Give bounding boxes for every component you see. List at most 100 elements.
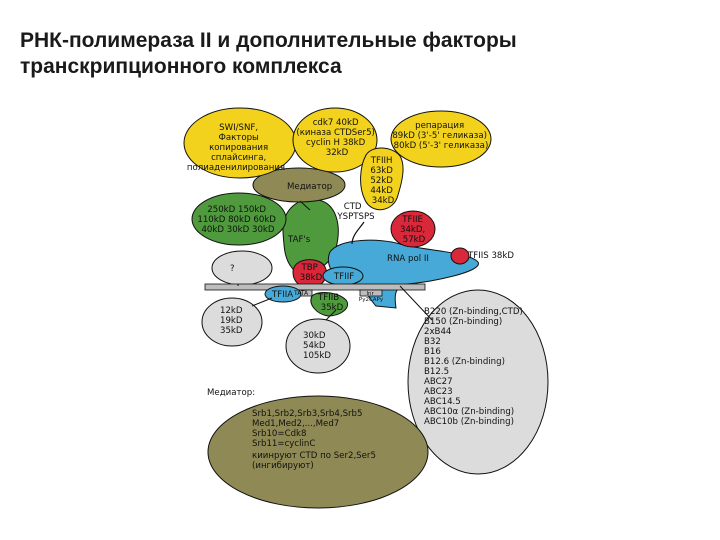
swi-line-3: копирования [209,143,268,153]
polII-sub-12: ABC10b (Zn-binding) [424,417,514,427]
mediator-line-8: (ингибируют) [252,461,314,471]
repair-line-3: 80kD (5'-3' геликаза) [394,141,489,151]
cdk7-label: cdk7 40kD (киназа CTDSer5) cyclin H 38kD… [296,118,377,158]
dna-inr-box [359,289,383,297]
ctd-line-1: CTD [344,202,362,212]
polII-sub-6: B12.6 (Zn-binding) [424,357,505,367]
slide-title: РНК-полимераза II и дополнительные факто… [20,28,700,80]
tfiif-sub-2: 54kD [303,341,326,351]
tfiia-ellipse [264,285,302,303]
repair-label: репарация 89kD (3'-5' геликаза) 80kD (5'… [392,121,489,151]
tfiia-sub-1: 12kD [220,306,243,316]
tfiia-subunits-label: 12kD 19kD 35kD [220,306,245,336]
polII-sub-7: B12.5 [424,367,449,377]
repair-line-1: репарация [415,121,464,131]
cdk-line-2: (киназа CTDSer5) [296,128,375,138]
mediator-line-5: Srb11=cyclinC [252,439,315,449]
ctd-line-2: YSPTSPS [336,212,374,222]
swi-line-1: SWI/SNF, [219,123,258,133]
tfiia-label: TFIIA [271,290,293,300]
polII-sub-3: 2xB44 [424,327,451,337]
tfiie-ellipse [390,210,436,248]
tfiie-line-2: 34kD, [400,225,425,235]
unknown-factor-ellipse [211,250,273,286]
swi-line-4: сплайсинга, [211,153,266,163]
mediator-line-4: Srb10=Cdk8 [252,429,306,439]
connector-tfiia-subunits [251,297,273,307]
connector-tfiif-subunits [325,309,337,321]
polII-subunits-label: B220 (Zn-binding,CTD) B150 (Zn-binding) … [424,307,526,427]
inr-line-1: Inr [366,291,374,297]
tfiib-shape [310,292,348,317]
dna-strand [204,283,426,291]
repair-line-2: 89kD (3'-5' геликаза) [392,131,487,141]
tbp-line-2: 38kD [300,273,323,283]
polII-subunits-ellipse [407,289,549,475]
tfiih-line-1: TFIIH [370,156,393,166]
polII-sub-9: ABC23 [424,387,453,397]
mediator-small-label: Медиатор [287,182,332,192]
polII-sub-11: ABC10α (Zn-binding) [424,407,514,417]
tfiib-label: TFIIB 35kD [317,293,344,313]
tfiib-line-1: TFIIB [317,293,339,303]
tfiis-label: TFIIS 38kD [467,251,514,261]
tbp-label: TBP 38kD [300,263,323,283]
tfiie-line-3: 57kD [403,235,426,245]
taf-line-1: 250kD 150kD [207,205,266,215]
tfiif-sub-1: 30kD [303,331,326,341]
taf-line-2: 110kD 80kD 60kD [197,215,276,225]
polII-sub-5: B16 [424,347,441,357]
tfiih-line-5: 34kD [372,196,395,206]
tfiih-label: TFIIH 63kD 52kD 44kD 34kD [370,156,396,206]
mediator-line-7: киинруют CTD по Ser2,Ser5 [252,451,376,461]
repair-ellipse [390,110,492,168]
tata-label: TATA [293,290,309,297]
tfiih-shape [360,147,404,210]
rna-pol-ii-label: RNA pol II [387,254,429,264]
polII-sub-8: ABC27 [424,377,453,387]
ctd-tail [351,221,365,245]
swi-line-2: Факторы [218,133,259,143]
polII-sub-4: B32 [424,337,441,347]
polII-sub-10: ABC14.5 [424,397,461,407]
mediator-line-2: Med1,Med2,...,Med7 [252,419,339,429]
polII-sub-1: B220 (Zn-binding,CTD) [424,307,523,317]
title-line-2: транскрипционного комплекса [20,55,342,78]
tfiie-label: TFIIE 34kD, 57kD [400,215,428,245]
tfiif-subunits-label: 30kD 54kD 105kD [303,331,331,361]
swi-line-5: полиаденилирования [187,163,285,173]
tafs-label: TAF's [287,235,311,245]
swi-snf-label: SWI/SNF, Факторы копирования сплайсинга,… [187,123,285,173]
tfiie-line-1: TFIIE [401,215,423,225]
connector-mediator-small [299,200,311,211]
ctd-label: CTD YSPTSPS [336,202,374,222]
question-label: ? [230,264,235,274]
title-line-1: РНК-полимераза II и дополнительные факто… [20,29,517,52]
mediator-lines: Srb1,Srb2,Srb3,Srb4,Srb5 Med1,Med2,...,M… [252,409,379,471]
polII-sub-2: B150 (Zn-binding) [424,317,502,327]
tfiia-sub-2: 19kD [220,316,243,326]
cdk-line-1: cdk7 40kD [313,118,359,128]
mediator-title-label: Медиатор: [207,388,255,398]
mediator-ellipse [207,395,429,509]
tbp-line-1: TBP [300,263,317,273]
inr-line-2: Py2CAPy [359,297,384,303]
mediator-small-ellipse [252,167,346,203]
cdk-line-3: cyclin H 38kD [306,138,366,148]
cdk-line-4: 32kD [326,148,349,158]
tfiia-subunits-ellipse [201,297,263,347]
taf-line-3: 40kD 30kD 30kD [201,225,274,235]
connector-polII-subunits [399,285,433,321]
tfiis-ellipse [450,247,470,265]
taf-subunits-ellipse [191,192,287,246]
tfiih-line-4: 44kD [370,186,393,196]
tfiif-subunits-ellipse [285,318,351,374]
cdk7-ellipse [292,107,378,173]
tfiih-line-3: 52kD [370,176,393,186]
tfiif-sub-3: 105kD [303,351,331,361]
tfiih-line-2: 63kD [370,166,393,176]
tfiif-label: TFIIF [333,272,354,282]
tfiia-sub-3: 35kD [220,326,243,336]
taf-subunits-label: 250kD 150kD 110kD 80kD 60kD 40kD 30kD 30… [197,205,278,235]
